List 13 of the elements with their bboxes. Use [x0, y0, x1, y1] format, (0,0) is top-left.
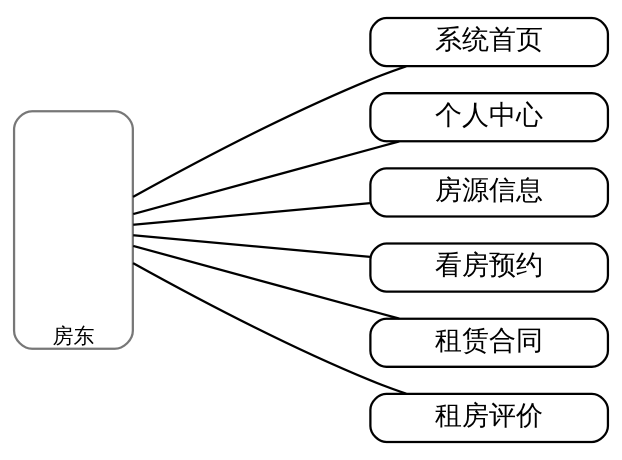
- node-box: 看房预约: [369, 242, 610, 293]
- node-box: 租房评价: [369, 392, 610, 444]
- node-box: 房东: [12, 110, 134, 350]
- connector: [133, 202, 370, 226]
- node-box: 房源信息: [369, 167, 610, 218]
- connector: [132, 65, 407, 198]
- connector: [132, 140, 400, 216]
- node-box: 租赁合同: [369, 318, 610, 368]
- node-box: 系统首页: [369, 16, 610, 68]
- connector: [132, 244, 400, 320]
- connector: [133, 234, 370, 258]
- connector: [132, 262, 407, 395]
- node-box: 个人中心: [369, 92, 610, 142]
